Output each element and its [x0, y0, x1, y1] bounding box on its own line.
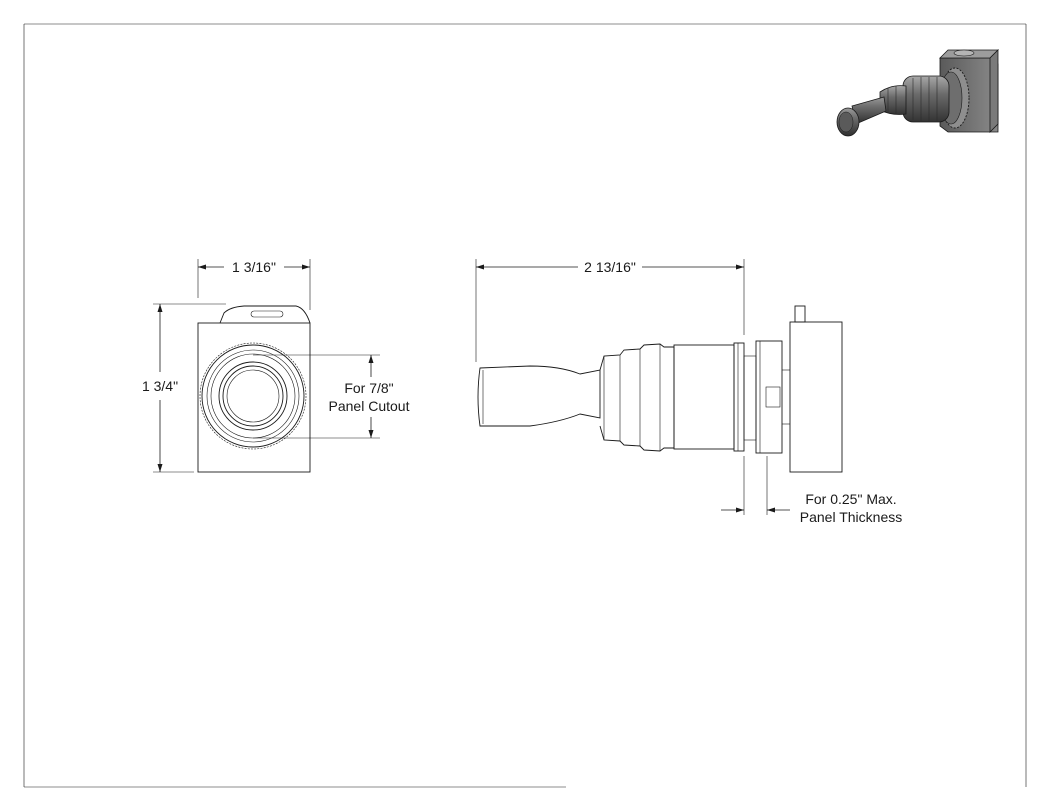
drawing-border: [23, 23, 1027, 788]
front-view: [197, 305, 311, 473]
thickness-label-line1: For 0.25" Max.: [805, 491, 896, 507]
front-height-label: 1 3/4": [142, 378, 178, 394]
side-length-label: 2 13/16": [584, 259, 636, 275]
thickness-label-line2: Panel Thickness: [800, 509, 902, 525]
cutout-label-line1: For 7/8": [344, 380, 393, 396]
front-width-label: 1 3/16": [232, 259, 276, 275]
cutout-label-line2: Panel Cutout: [329, 398, 410, 414]
side-view: [477, 305, 843, 473]
front-width-dimension: 1 3/16": [197, 259, 311, 310]
panel-thickness-dimension: For 0.25" Max. Panel Thickness: [721, 456, 902, 525]
side-length-dimension: 2 13/16": [475, 259, 745, 362]
front-height-dimension: 1 3/4": [142, 303, 226, 473]
cutout-dimension: For 7/8" Panel Cutout: [253, 354, 410, 439]
component-3d-thumbnail: [836, 49, 999, 137]
